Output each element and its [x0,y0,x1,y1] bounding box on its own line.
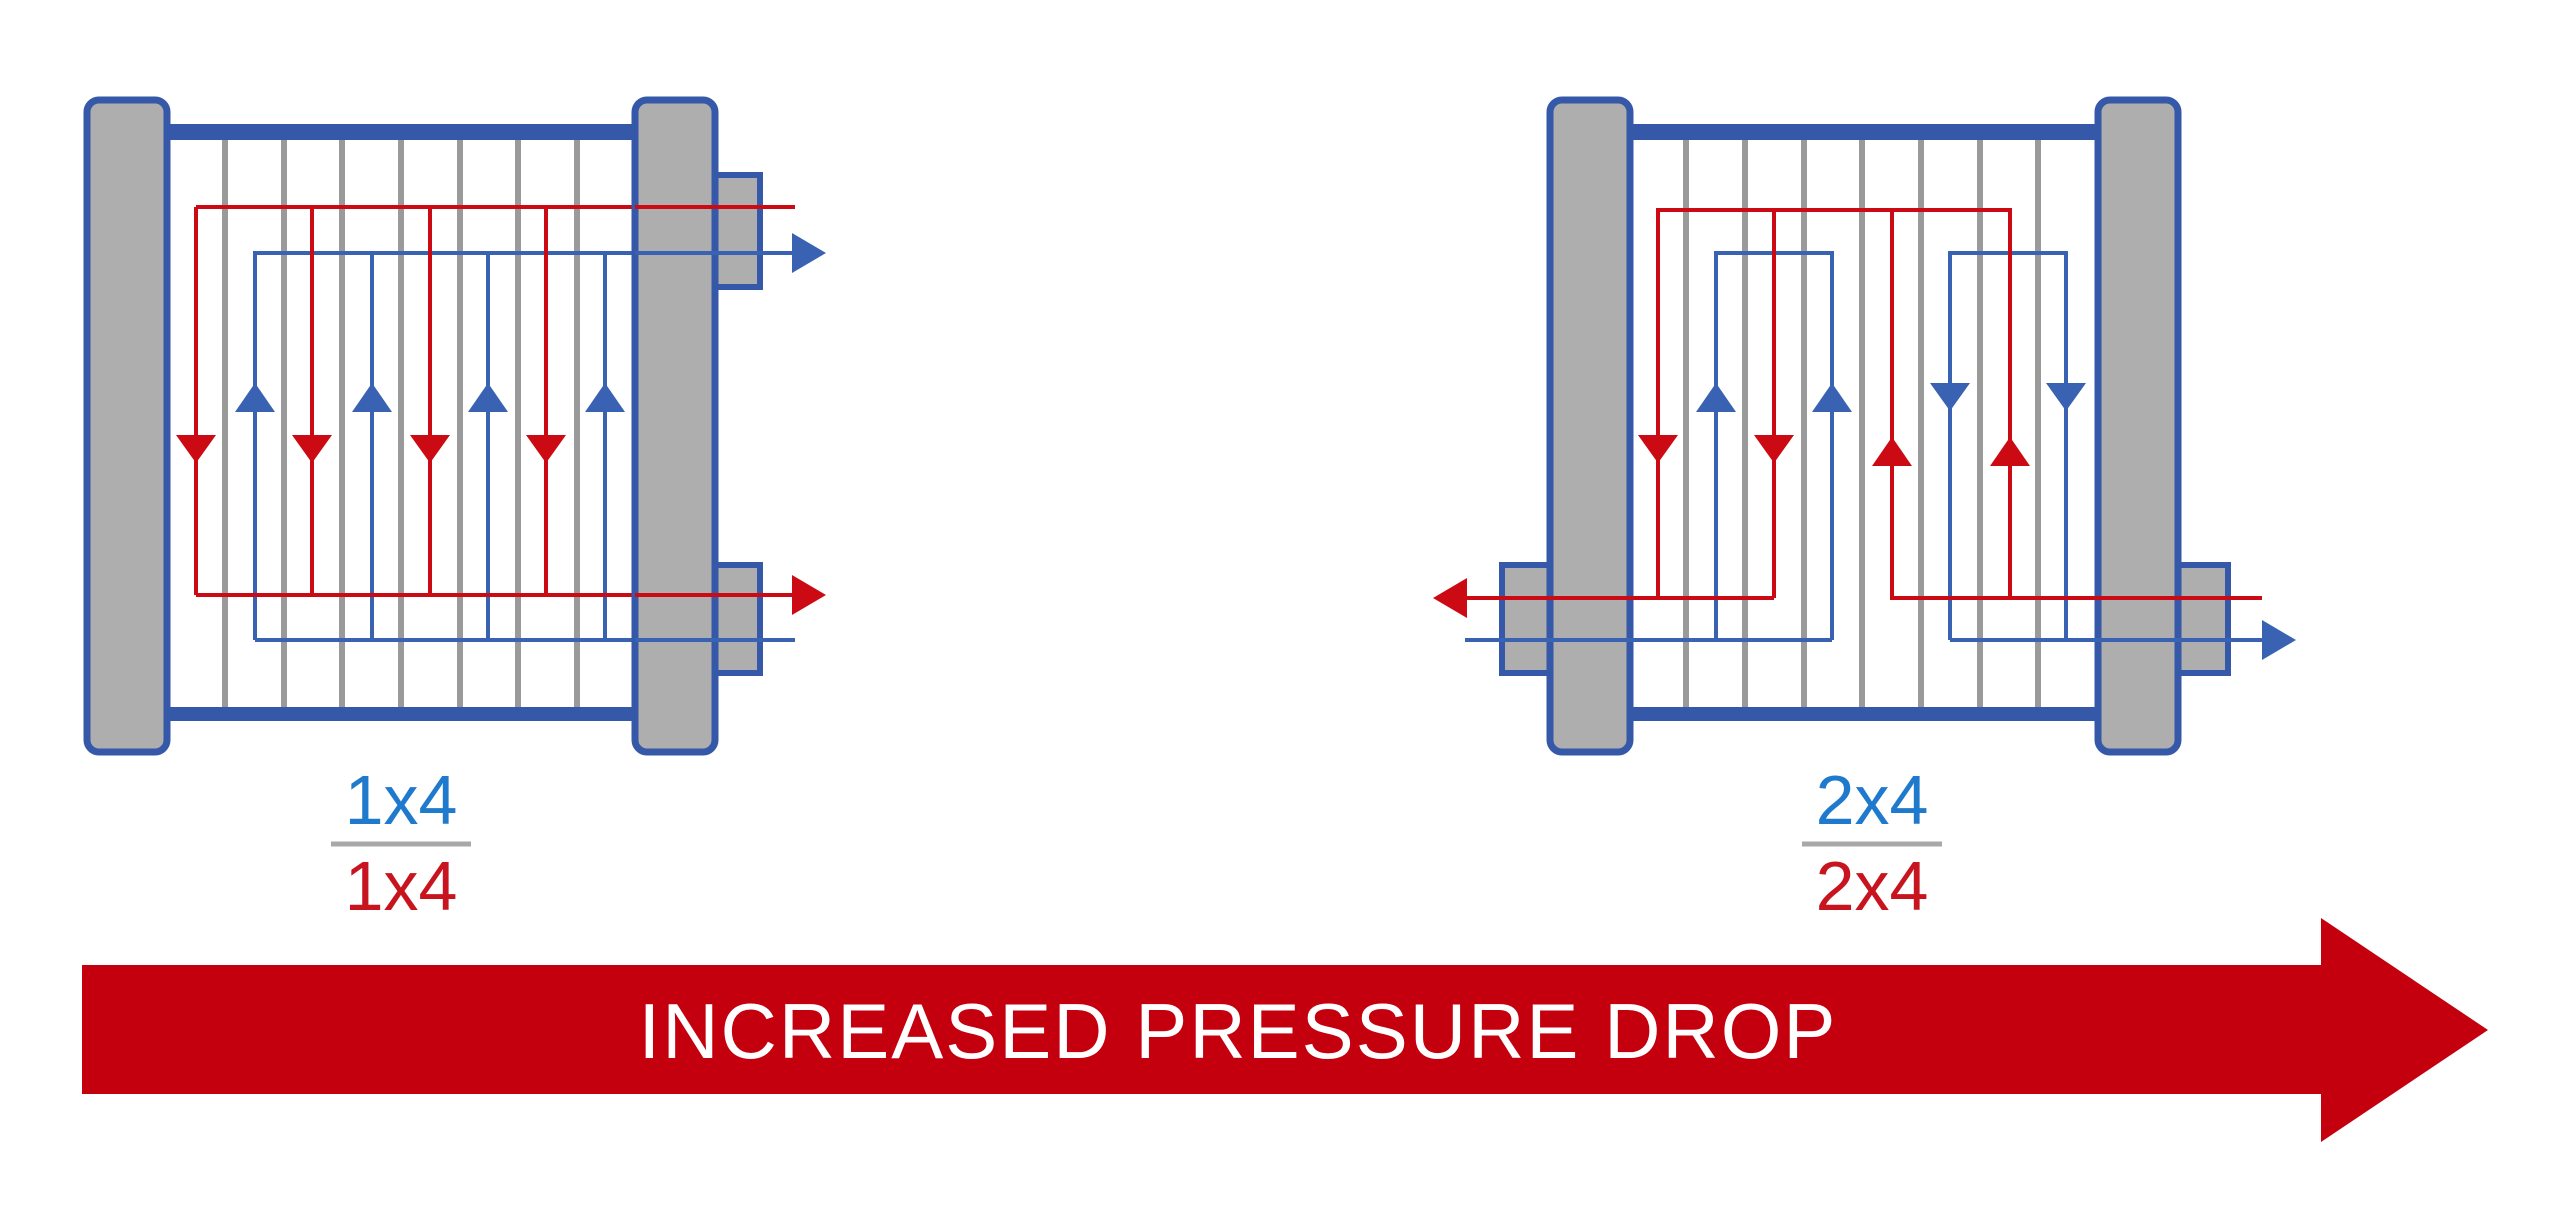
right-pressure-plate [2094,96,2182,756]
right-exchanger-unit: 2x4 2x4 [1433,96,2296,925]
left-hot-outlet-arrow [792,575,826,615]
left-pass-label-top: 1x4 [345,761,458,839]
banner-label: INCREASED PRESSURE DROP [639,987,1838,1075]
right-cold-up-arrows [1696,383,1852,412]
left-pass-label: 1x4 1x4 [331,761,471,925]
right-pass-label-top: 2x4 [1816,761,1929,839]
right-frame-bars [1610,124,2120,721]
right-crossing-lines [1465,596,2265,642]
left-cold-outlet-arrow [792,233,826,273]
left-exchanger-unit: 1x4 1x4 [83,96,826,925]
right-hot-outlet-arrow [1433,578,1467,618]
pressure-drop-banner: INCREASED PRESSURE DROP [82,918,2488,1142]
right-nozzle-boxes [1499,562,2231,676]
banner-arrow-shape [82,918,2488,1142]
right-pass-label-bottom: 2x4 [1816,847,1929,925]
left-frame-bars [150,124,660,721]
left-cold-circuit [253,251,800,642]
left-fixed-head [83,96,171,756]
right-plate-pack [1683,140,2041,707]
left-crossing-lines [635,205,800,642]
right-cold-outlet-arrow [2262,620,2296,660]
right-hot-up-arrows [1872,437,2030,466]
right-pass-label: 2x4 2x4 [1802,761,1942,925]
left-nozzle-boxes [709,172,763,676]
left-pressure-plate [631,96,719,756]
right-cold-down-arrows [1930,383,2086,411]
right-hot-down-arrows [1638,435,1794,463]
right-fixed-head [1546,96,1634,756]
left-pass-label-bottom: 1x4 [345,847,458,925]
left-hot-down-arrows [176,435,566,463]
left-plate-pack [222,140,580,707]
left-cold-up-arrows [235,383,625,412]
